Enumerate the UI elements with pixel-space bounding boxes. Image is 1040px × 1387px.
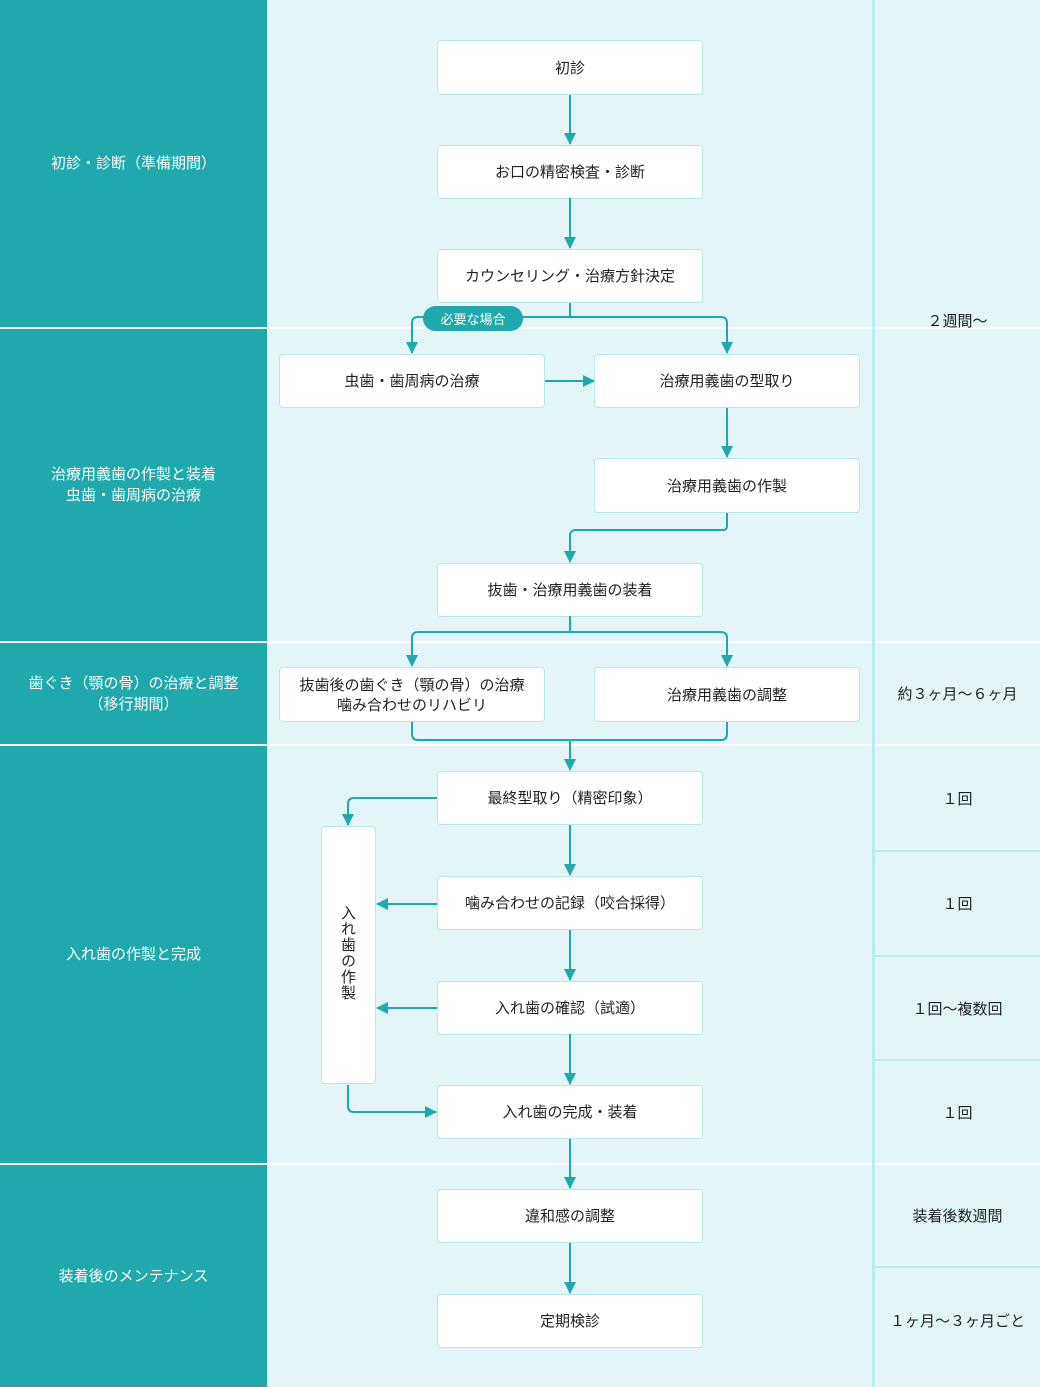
denture-fabrication-label: 入れ歯の作製: [339, 905, 357, 1001]
divider: [0, 744, 1040, 746]
step-first-visit: 初診: [437, 40, 703, 95]
if-needed-label: 必要な場合: [423, 306, 523, 331]
step-final-impression: 最終型取り（精密印象）: [437, 771, 703, 825]
step-extraction-fitting: 抜歯・治療用義歯の装着: [437, 563, 703, 617]
step-discomfort-adjust: 違和感の調整: [437, 1189, 703, 1243]
phase-transition: 歯ぐき（顎の骨）の治療と調整 （移行期間）: [0, 643, 267, 744]
phase-temporary-denture: 治療用義歯の作製と装着 虫歯・歯周病の治療: [0, 329, 267, 641]
duration-transition: 約３ヶ月〜６ヶ月: [897, 685, 1018, 703]
step-try-in: 入れ歯の確認（試適）: [437, 981, 703, 1035]
denture-fabrication-side-box: 入れ歯の作製: [321, 826, 376, 1084]
duration-prep: ２週間〜: [927, 312, 988, 330]
right-column-divider: [872, 0, 875, 1387]
step-exam-diagnosis: お口の精密検査・診断: [437, 145, 703, 199]
duration-bite-record: １回: [942, 895, 973, 913]
step-regular-checkup: 定期検診: [437, 1294, 703, 1348]
duration-final-impression: １回: [942, 789, 973, 808]
divider: [875, 1266, 1040, 1268]
duration-try-in: １回〜複数回: [912, 999, 1003, 1018]
step-counseling: カウンセリング・治療方針決定: [437, 249, 703, 303]
phase-initial-diagnosis: 初診・診断（準備期間）: [0, 0, 267, 327]
step-completion: 入れ歯の完成・装着: [437, 1085, 703, 1139]
divider: [0, 1163, 1040, 1165]
step-gum-treatment: 抜歯後の歯ぐき（顎の骨）の治療 噛み合わせのリハビリ: [279, 667, 545, 722]
divider: [875, 955, 1040, 957]
step-temp-denture-fabrication: 治療用義歯の作製: [594, 458, 860, 513]
step-bite-record: 噛み合わせの記録（咬合採得）: [437, 876, 703, 930]
duration-checkup: １ヶ月〜３ヶ月ごと: [889, 1312, 1025, 1330]
step-temp-denture-adjust: 治療用義歯の調整: [594, 667, 860, 722]
phase-denture-fabrication: 入れ歯の作製と完成: [0, 746, 267, 1163]
duration-completion: １回: [942, 1103, 973, 1122]
step-caries-periodontal-treatment: 虫歯・歯周病の治療: [279, 354, 545, 408]
phase-maintenance: 装着後のメンテナンス: [0, 1165, 267, 1387]
divider: [875, 1059, 1040, 1061]
duration-discomfort-adjust: 装着後数週間: [912, 1207, 1003, 1225]
divider: [875, 850, 1040, 852]
step-temp-denture-impression: 治療用義歯の型取り: [594, 354, 860, 408]
